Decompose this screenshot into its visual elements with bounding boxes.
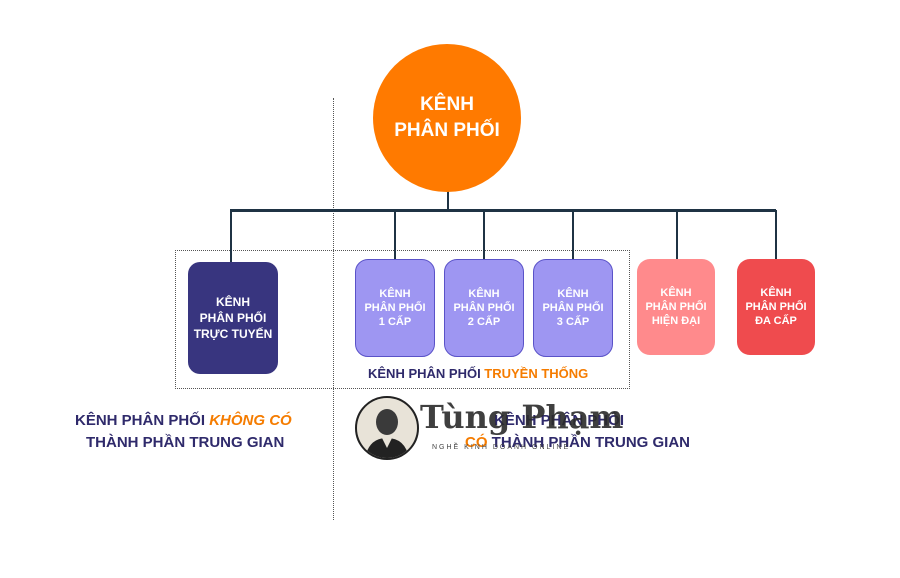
node-level3-line2: PHÂN PHỐI <box>542 302 604 314</box>
node-level1-line2: PHÂN PHỐI <box>364 302 426 314</box>
watermark-subtitle: NGHỀ KINH DOANH ONLINE <box>432 444 571 451</box>
node-level3: KÊNH PHÂN PHỐI 3 CẤP <box>533 259 613 357</box>
right-caption: KÊNH PHÂN PHỐI CÓ THÀNH PHẦN TRUNG GIAN <box>465 410 690 454</box>
node-online: KÊNH PHÂN PHỐI TRỰC TUYẾN <box>188 262 278 374</box>
node-multilevel: KÊNH PHÂN PHỐI ĐA CẤP <box>737 259 815 355</box>
right-caption-accent: CÓ <box>465 434 488 451</box>
connector-online <box>230 210 232 262</box>
node-multilevel-line3: ĐA CẤP <box>755 315 797 327</box>
node-modern-line2: PHÂN PHỐI <box>645 301 707 313</box>
node-online-line3: TRỰC TUYẾN <box>193 327 273 341</box>
connector-level2 <box>483 210 485 259</box>
connector-modern <box>676 210 678 259</box>
node-modern-line3: HIỆN ĐẠI <box>651 315 701 327</box>
left-caption-accent: KHÔNG CÓ <box>209 412 292 429</box>
node-level2: KÊNH PHÂN PHỐI 2 CẤP <box>444 259 524 357</box>
watermark-portrait-icon <box>355 396 419 460</box>
node-level2-line2: PHÂN PHỐI <box>453 302 515 314</box>
node-level2-line3: 2 CẤP <box>467 316 501 328</box>
branch-bar <box>230 209 776 212</box>
node-modern: KÊNH PHÂN PHỐI HIỆN ĐẠI <box>637 259 715 355</box>
node-level3-line3: 3 CẤP <box>556 316 590 328</box>
node-online-line2: PHÂN PHỐI <box>199 311 267 325</box>
node-online-line1: KÊNH <box>215 295 250 309</box>
node-level1-line3: 1 CẤP <box>378 316 412 328</box>
node-modern-line1: KÊNH <box>660 287 692 299</box>
traditional-label-prefix: KÊNH PHÂN PHỐI <box>368 366 485 381</box>
node-level3-line1: KÊNH <box>557 288 589 300</box>
node-level1-line1: KÊNH <box>379 288 411 300</box>
left-caption-prefix: KÊNH PHÂN PHỐI <box>75 412 210 429</box>
node-level2-line1: KÊNH <box>468 288 500 300</box>
traditional-group-outline <box>175 250 630 389</box>
root-line1: KÊNH <box>420 94 474 115</box>
dotted-divider-vertical <box>333 98 334 520</box>
root-node: KÊNH PHÂN PHỐI <box>373 44 521 192</box>
traditional-group-label: KÊNH PHÂN PHỐI TRUYỀN THỐNG <box>368 366 588 381</box>
connector-level3 <box>572 210 574 259</box>
node-multilevel-line1: KÊNH <box>760 287 792 299</box>
traditional-label-accent: TRUYỀN THỐNG <box>484 366 589 381</box>
left-caption-line1: KÊNH PHÂN PHỐI KHÔNG CÓ <box>75 410 292 432</box>
root-line2: PHÂN PHỐI <box>394 120 500 141</box>
left-caption: KÊNH PHÂN PHỐI KHÔNG CÓ THÀNH PHẦN TRUNG… <box>75 410 292 454</box>
connector-level1 <box>394 210 396 259</box>
root-connector <box>447 190 449 211</box>
node-multilevel-line2: PHÂN PHỐI <box>745 301 807 313</box>
right-caption-line2: THÀNH PHẦN TRUNG GIAN <box>491 434 690 451</box>
connector-multilevel <box>775 210 777 259</box>
right-caption-line1: KÊNH PHÂN PHỐI <box>494 412 625 429</box>
node-level1: KÊNH PHÂN PHỐI 1 CẤP <box>355 259 435 357</box>
watermark-title: Tùng Phạm <box>420 398 624 436</box>
left-caption-line2: THÀNH PHẦN TRUNG GIAN <box>86 434 285 451</box>
